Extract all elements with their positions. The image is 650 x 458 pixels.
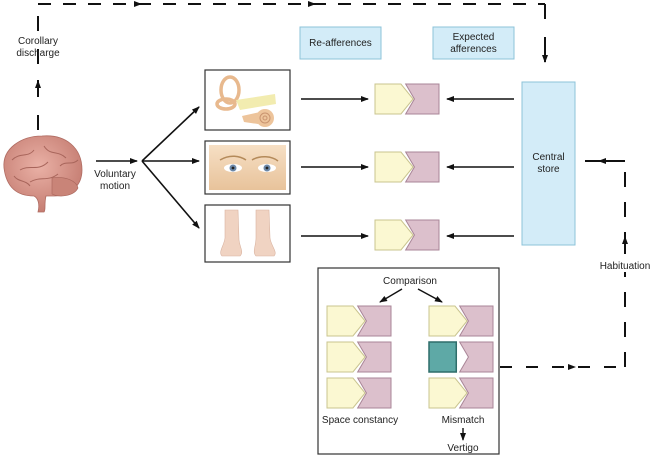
comparator xyxy=(374,219,440,251)
comparator xyxy=(326,305,392,337)
space-constancy-label: Space constancy xyxy=(322,415,398,426)
corollary-discharge-label-2: discharge xyxy=(16,48,60,59)
comparator-mismatch xyxy=(428,341,494,373)
expected-afference-shape xyxy=(356,377,392,409)
expected-afference-shape xyxy=(356,305,392,337)
comparator xyxy=(374,83,440,115)
central-store-box: Central store xyxy=(521,81,576,246)
voluntary-motion-label-2: motion xyxy=(100,181,130,192)
expected-afference-shape xyxy=(404,219,440,251)
mismatch-label: Mismatch xyxy=(442,415,485,426)
re-afference-shape xyxy=(326,305,366,337)
feet-icon xyxy=(220,209,276,257)
arrow-right-icon xyxy=(134,1,142,7)
expected-afference-shape xyxy=(404,83,440,115)
habituation-label: Habituation xyxy=(600,261,650,272)
comparator xyxy=(326,377,392,409)
re-afference-shape xyxy=(374,83,414,115)
sensory-box-feet xyxy=(204,204,291,263)
sensory-box-inner-ear xyxy=(204,69,291,131)
inner-ear-icon xyxy=(215,75,276,127)
re-afferences-label: Re-afferences xyxy=(309,38,372,49)
comparator xyxy=(428,377,494,409)
comparator xyxy=(326,341,392,373)
expected-afference-shape xyxy=(458,341,494,373)
re-afference-shape xyxy=(326,341,366,373)
arrow-right-icon xyxy=(568,364,576,370)
vertigo-label: Vertigo xyxy=(447,443,479,454)
sensory-box-eyes xyxy=(204,140,291,195)
expected-afferences-label: Expected xyxy=(453,32,495,43)
re-afference-shape xyxy=(374,151,414,183)
re-afferences-box: Re-afferences xyxy=(299,26,382,60)
brain-icon xyxy=(3,135,83,213)
comparison-label: Comparison xyxy=(383,276,437,287)
comparator xyxy=(374,151,440,183)
corollary-discharge-label: Corollary xyxy=(18,36,58,47)
voluntary-motion-label: Voluntary xyxy=(94,169,136,180)
expected-afferences-box: Expected afferences xyxy=(432,26,515,60)
expected-afference-shape xyxy=(458,377,494,409)
eyes-icon xyxy=(209,145,286,190)
expected-afference-shape xyxy=(356,341,392,373)
re-afference-shape xyxy=(428,377,468,409)
expected-afferences-label-2: afferences xyxy=(450,44,497,55)
central-store-label: Central xyxy=(532,152,564,163)
expected-afference-shape xyxy=(458,305,494,337)
corollary-discharge-path xyxy=(37,3,546,130)
central-store-label-2: store xyxy=(537,164,560,175)
comparison-panel: Comparison Space constancy Mismatch Vert… xyxy=(317,267,500,455)
re-afference-shape xyxy=(374,219,414,251)
comparator xyxy=(428,305,494,337)
mismatched-afference-shape xyxy=(428,341,458,373)
re-afference-shape xyxy=(326,377,366,409)
arrow-right-icon xyxy=(308,1,316,7)
re-afference-shape xyxy=(428,305,468,337)
expected-afference-shape xyxy=(404,151,440,183)
